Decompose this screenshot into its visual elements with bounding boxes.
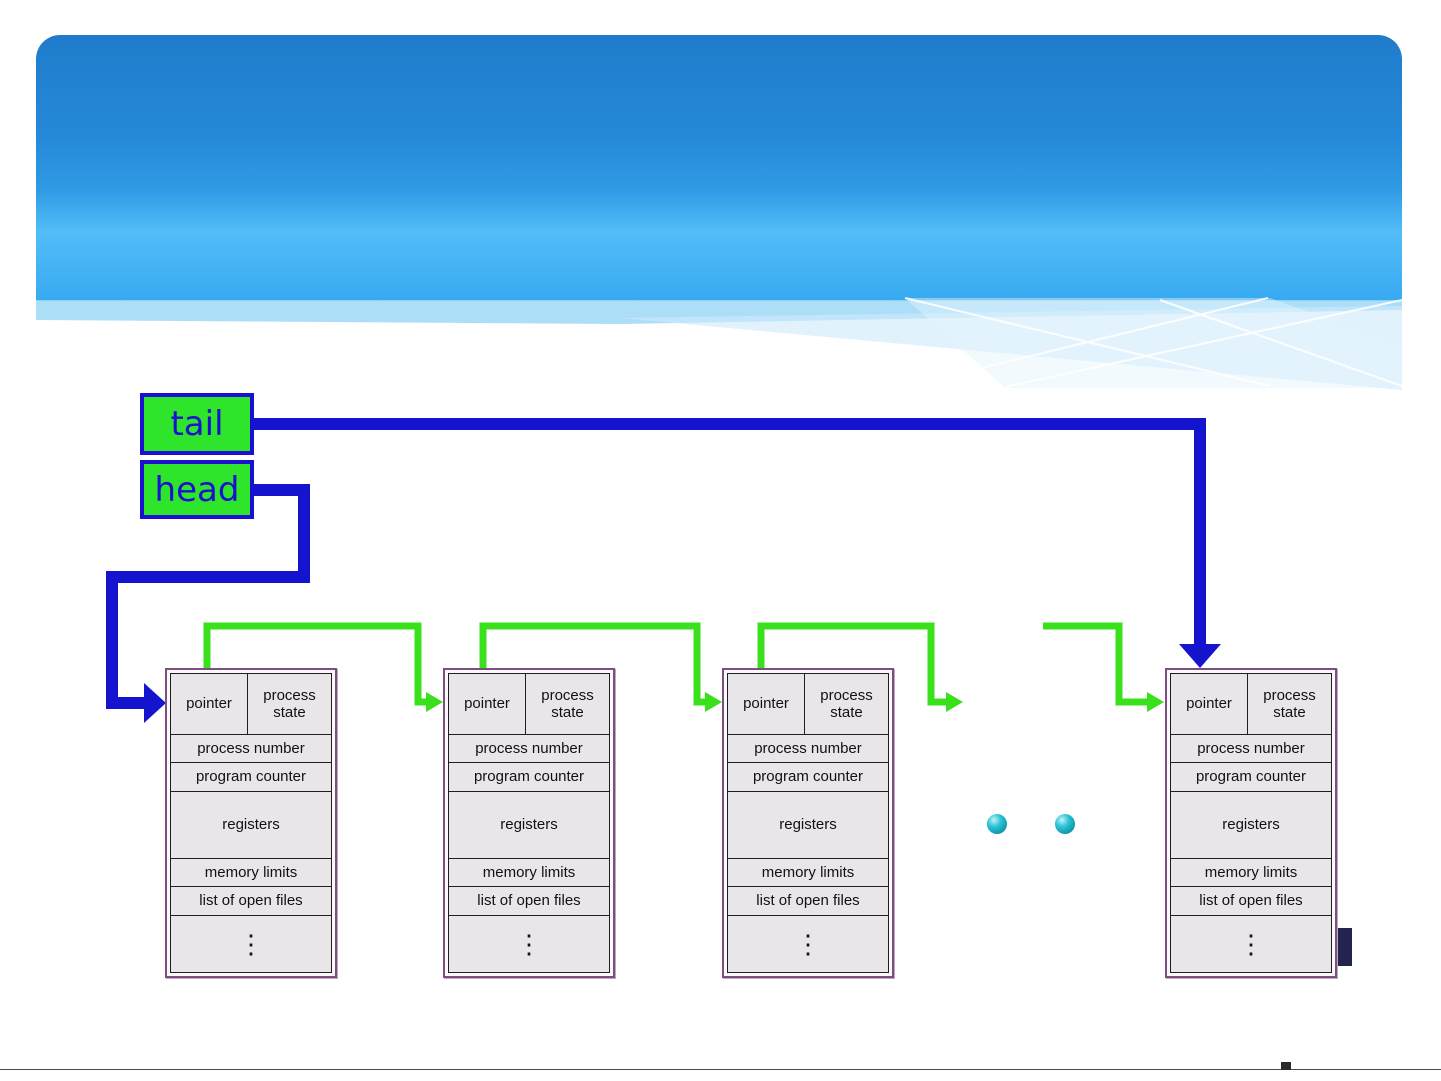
ellipsis-dot-1 — [987, 814, 1007, 834]
pcb-ellipsis-glyph: ⋮ — [238, 929, 264, 959]
pcb-table: pointer process state process number pro… — [1170, 673, 1332, 973]
pcb-ellipsis-glyph: ⋮ — [1238, 929, 1264, 959]
pcb-process-state-cell: process state — [1248, 674, 1331, 734]
pcb-process-state-label: process state — [263, 686, 316, 721]
ellipsis-dot-2 — [1055, 814, 1075, 834]
pcb-program-counter-row: program counter — [1171, 762, 1331, 791]
pcb-box-2: pointer process state process number pro… — [443, 668, 615, 978]
head-label-box: head — [140, 460, 254, 519]
pcb-table: pointer process state process number pro… — [170, 673, 332, 973]
pcb-box-4: pointer process state process number pro… — [1165, 668, 1337, 978]
pcb-pointer-cell: pointer — [728, 674, 805, 734]
pcb-ellipsis-row: ⋮ — [449, 915, 609, 972]
green-arrowhead-4 — [1147, 692, 1164, 712]
pcb-process-state-label: process state — [541, 686, 594, 721]
pcb-ellipsis-row: ⋮ — [1171, 915, 1331, 972]
pcb-row-top: pointer process state — [728, 674, 888, 734]
link-ellipsis-pcb4 — [1043, 622, 1148, 706]
pcb-row-top: pointer process state — [449, 674, 609, 734]
pcb-ellipsis-row: ⋮ — [171, 915, 331, 972]
ellipsis-dots — [987, 814, 1075, 834]
pcb-table: pointer process state process number pro… — [448, 673, 610, 973]
pcb-process-state-cell: process state — [248, 674, 331, 734]
pcb-box-1: pointer process state process number pro… — [165, 668, 337, 978]
green-arrowhead-1 — [426, 692, 443, 712]
pcb-registers-row: registers — [728, 791, 888, 858]
pcb-open-files-row: list of open files — [449, 886, 609, 915]
pcb-process-state-label: process state — [820, 686, 873, 721]
pcb-process-number-row: process number — [728, 734, 888, 762]
pcb-process-state-label: process state — [1263, 686, 1316, 721]
pcb-program-counter-row: program counter — [449, 762, 609, 791]
tail-arrowhead — [1179, 644, 1221, 668]
pcb-process-number-row: process number — [171, 734, 331, 762]
link-pcb3-ellipsis — [757, 622, 947, 706]
pcb-pointer-label: pointer — [1186, 695, 1232, 713]
pcb-pointer-label: pointer — [464, 695, 510, 713]
pcb-registers-row: registers — [171, 791, 331, 858]
pcb-row-top: pointer process state — [171, 674, 331, 734]
pcb-process-state-cell: process state — [526, 674, 609, 734]
pcb-box-3: pointer process state process number pro… — [722, 668, 894, 978]
pcb-ellipsis-row: ⋮ — [728, 915, 888, 972]
link-pcb1-pcb2 — [203, 622, 427, 706]
tail-link-line — [250, 418, 1206, 648]
head-label: head — [154, 469, 240, 510]
pcb-pointer-cell: pointer — [1171, 674, 1248, 734]
tail-label: tail — [170, 404, 224, 444]
footer-rule — [0, 1069, 1441, 1070]
pcb-pointer-cell: pointer — [171, 674, 248, 734]
pcb-memory-limits-row: memory limits — [1171, 858, 1331, 886]
head-link-line — [106, 484, 310, 709]
green-link-lines — [203, 622, 1148, 706]
pcb-open-files-row: list of open files — [171, 886, 331, 915]
banner-decor-shapes — [36, 297, 1403, 390]
pcb-process-number-row: process number — [449, 734, 609, 762]
pcb-registers-row: registers — [1171, 791, 1331, 858]
footer-tick — [1281, 1062, 1291, 1070]
title-banner — [36, 35, 1402, 301]
pcb-ellipsis-glyph: ⋮ — [516, 929, 542, 959]
blue-link-lines — [106, 418, 1206, 709]
pcb-registers-row: registers — [449, 791, 609, 858]
pcb-process-number-row: process number — [1171, 734, 1331, 762]
pcb-row-top: pointer process state — [1171, 674, 1331, 734]
pcb-ellipsis-glyph: ⋮ — [795, 929, 821, 959]
link-pcb2-pcb3 — [479, 622, 706, 706]
pcb-open-files-row: list of open files — [1171, 886, 1331, 915]
pcb-memory-limits-row: memory limits — [449, 858, 609, 886]
pcb-open-files-row: list of open files — [728, 886, 888, 915]
pcb-program-counter-row: program counter — [728, 762, 888, 791]
pcb-memory-limits-row: memory limits — [171, 858, 331, 886]
pcb-table: pointer process state process number pro… — [727, 673, 889, 973]
pcb-memory-limits-row: memory limits — [728, 858, 888, 886]
pcb-program-counter-row: program counter — [171, 762, 331, 791]
tail-label-box: tail — [140, 393, 254, 455]
pcb-process-state-cell: process state — [805, 674, 888, 734]
pcb-pointer-label: pointer — [186, 695, 232, 713]
head-arrowhead — [144, 683, 166, 723]
green-arrowhead-3 — [946, 692, 963, 712]
green-arrowhead-2 — [705, 692, 722, 712]
pcb4-corner-shadow — [1332, 928, 1352, 966]
pcb-pointer-label: pointer — [743, 695, 789, 713]
pcb-pointer-cell: pointer — [449, 674, 526, 734]
